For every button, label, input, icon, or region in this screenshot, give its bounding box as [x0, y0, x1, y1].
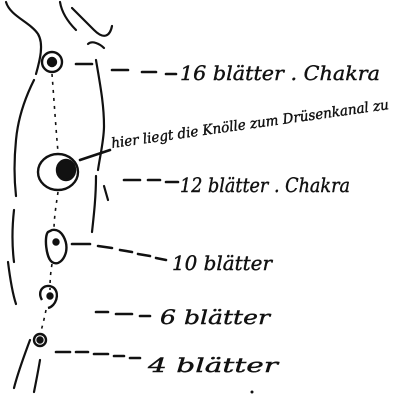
sacral-chakra-marker — [40, 286, 57, 308]
heart-note-leader — [80, 150, 110, 160]
stray-dot — [251, 391, 254, 394]
heart-leader — [124, 180, 178, 182]
body-outline — [6, 2, 112, 392]
throat-label: 16 blätter . Chakra — [180, 61, 380, 85]
sacral-label: 6 blätter — [160, 305, 272, 329]
sacral-leader — [96, 312, 150, 316]
navel-chakra-marker — [46, 230, 66, 263]
heart-note-label: hier liegt die Knölle zum Drüsenkanal zu — [110, 97, 390, 152]
throat-leader — [76, 64, 176, 74]
navel-leader — [72, 244, 166, 260]
heart-label: 12 blätter . Chakra — [180, 173, 350, 197]
root-label: 4 blätter — [147, 353, 281, 377]
root-chakra-marker — [34, 334, 46, 346]
navel-label: 10 blätter — [172, 251, 273, 275]
root-leader — [56, 352, 140, 358]
throat-chakra-marker — [42, 52, 62, 72]
heart-chakra-marker — [38, 154, 78, 190]
